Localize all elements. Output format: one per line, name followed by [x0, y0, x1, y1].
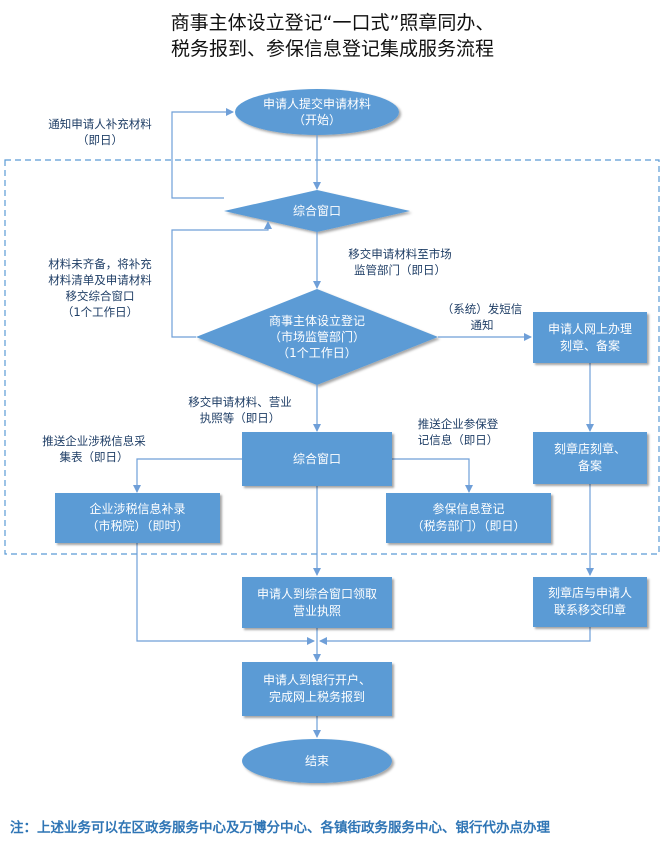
title-line-1: 商事主体设立登记“一口式”照章同办、 — [170, 12, 495, 34]
process-region-border — [4, 159, 660, 555]
sms-label: （系统）发短信 通知 — [424, 301, 540, 333]
market-review-line-3: （1个工作日） — [277, 346, 357, 360]
start-line-1: 申请人提交申请材料 — [262, 97, 371, 111]
online-seal-line-2: 刻章、备案 — [559, 338, 620, 353]
push-tax-line-1: 推送企业涉税信息采 — [42, 434, 146, 448]
market-review-line-2: （市场监管部门） — [268, 330, 365, 344]
incomplete-line-2: 材料清单及申请材料 — [48, 273, 152, 287]
incomplete-label: 材料未齐备，将补充 材料清单及申请材料 移交综合窗口 （1个工作日） — [28, 256, 172, 320]
tax-supplement-line-2: （市税院）（即时） — [86, 519, 189, 533]
window2-label: 综合窗口 — [292, 451, 341, 466]
sms-line-1: （系统）发短信 — [441, 302, 523, 316]
tax-supplement-box: 企业涉税信息补录 （市税院）（即时） — [55, 493, 220, 543]
incomplete-line-4: （1个工作日） — [61, 305, 139, 319]
start-node — [235, 89, 399, 135]
start-line-2: （开始） — [292, 113, 341, 127]
market-review-decision — [196, 289, 438, 385]
footer-note: 注：上述业务可以在区政务服务中心及万博分中心、各镇街政务服务中心、银行代办点办理 — [10, 820, 550, 836]
notify-supplement-label: 通知申请人补充材料 （即日） — [28, 116, 172, 148]
transfer-license-label: 移交申请材料、营业 执照等（即日） — [170, 394, 310, 426]
bank-line-2: 完成网上税务报到 — [268, 690, 365, 704]
notify-supplement-line-2: （即日） — [77, 133, 123, 147]
bank-box: 申请人到银行开户、 完成网上税务报到 — [242, 662, 392, 716]
incomplete-line-3: 移交综合窗口 — [65, 289, 135, 303]
sms-line-2: 通知 — [470, 318, 494, 332]
notify-supplement-line-1: 通知申请人补充材料 — [48, 117, 152, 131]
transfer-to-market-line-2: 监管部门（即日） — [354, 263, 446, 277]
insurance-register-line-1: 参保信息登记 — [432, 502, 505, 516]
end-node-label: 结束 — [304, 754, 329, 768]
transfer-to-market-line-1: 移交申请材料至市场 — [348, 247, 452, 261]
seal-shop-line-1: 刻章店刻章、 — [553, 442, 626, 456]
market-review-line-1: 商事主体设立登记 — [268, 314, 365, 328]
collect-license-line-2: 营业执照 — [292, 603, 341, 618]
online-seal-box: 申请人网上办理 刻章、备案 — [533, 312, 647, 363]
push-tax-label: 推送企业涉税信息采 集表（即日） — [22, 433, 166, 465]
start-node-label: 申请人提交申请材料 （开始） — [237, 96, 397, 128]
insurance-register-line-2: （税务部门）（即日） — [411, 519, 526, 533]
insurance-register-box: 参保信息登记 （税务部门）（即日） — [386, 493, 551, 543]
seal-handover-line-2: 联系移交印章 — [553, 603, 626, 617]
transfer-license-line-2: 执照等（即日） — [199, 411, 281, 425]
bank-line-1: 申请人到银行开户、 — [262, 673, 371, 687]
collect-license-box: 申请人到综合窗口领取 营业执照 — [242, 577, 392, 628]
push-insurance-label: 推送企业参保登 记信息（即日） — [398, 416, 518, 448]
tax-supplement-line-1: 企业涉税信息补录 — [89, 502, 186, 516]
end-node — [242, 739, 392, 783]
push-insurance-line-2: 记信息（即日） — [417, 433, 499, 447]
transfer-license-line-1: 移交申请材料、营业 — [188, 395, 292, 409]
title-line-2: 税务报到、参保信息登记集成服务流程 — [170, 38, 494, 60]
window1-label: 综合窗口 — [292, 204, 341, 218]
online-seal-line-1: 申请人网上办理 — [547, 321, 632, 336]
incomplete-line-1: 材料未齐备，将补充 — [48, 257, 152, 271]
collect-license-line-1: 申请人到综合窗口领取 — [256, 586, 377, 601]
window2-box: 综合窗口 — [242, 432, 392, 486]
seal-shop-box: 刻章店刻章、 备案 — [533, 432, 647, 484]
push-tax-line-2: 集表（即日） — [59, 450, 129, 464]
seal-shop-line-2: 备案 — [577, 459, 602, 473]
push-insurance-line-1: 推送企业参保登 — [417, 417, 499, 431]
transfer-to-market-label: 移交申请材料至市场 监管部门（即日） — [330, 246, 470, 278]
market-review-label: 商事主体设立登记 （市场监管部门） （1个工作日） — [247, 313, 387, 361]
seal-handover-line-1: 刻章店与申请人 — [547, 586, 632, 600]
seal-handover-box: 刻章店与申请人 联系移交印章 — [533, 577, 647, 627]
